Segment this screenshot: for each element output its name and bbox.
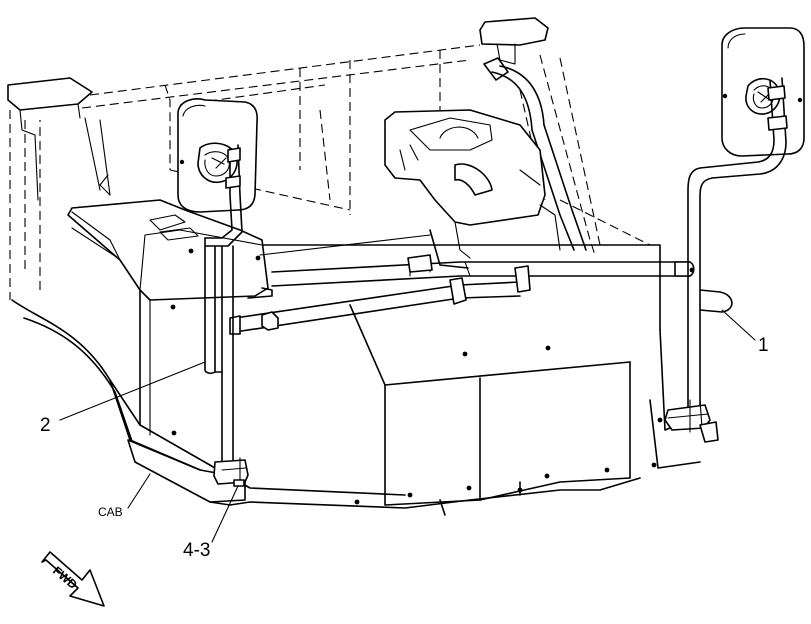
grab-handle [491,65,587,251]
roof-frame [9,44,651,300]
fwd-arrow: FWD [41,551,105,607]
callout-2: 2 [40,415,51,436]
handrail [229,254,695,335]
right-roof-post [479,17,549,81]
callout-1: 1 [758,335,769,356]
cab-label: CAB [98,505,123,519]
fasteners [170,248,695,505]
left-mirror-assembly [177,98,258,487]
cab-body [11,109,701,516]
leader-lines [59,309,756,543]
left-roof-post [7,77,93,201]
right-mirror-assembly [664,27,805,443]
fwd-label: FWD [50,564,80,593]
callout-4-3: 4-3 [183,540,210,561]
